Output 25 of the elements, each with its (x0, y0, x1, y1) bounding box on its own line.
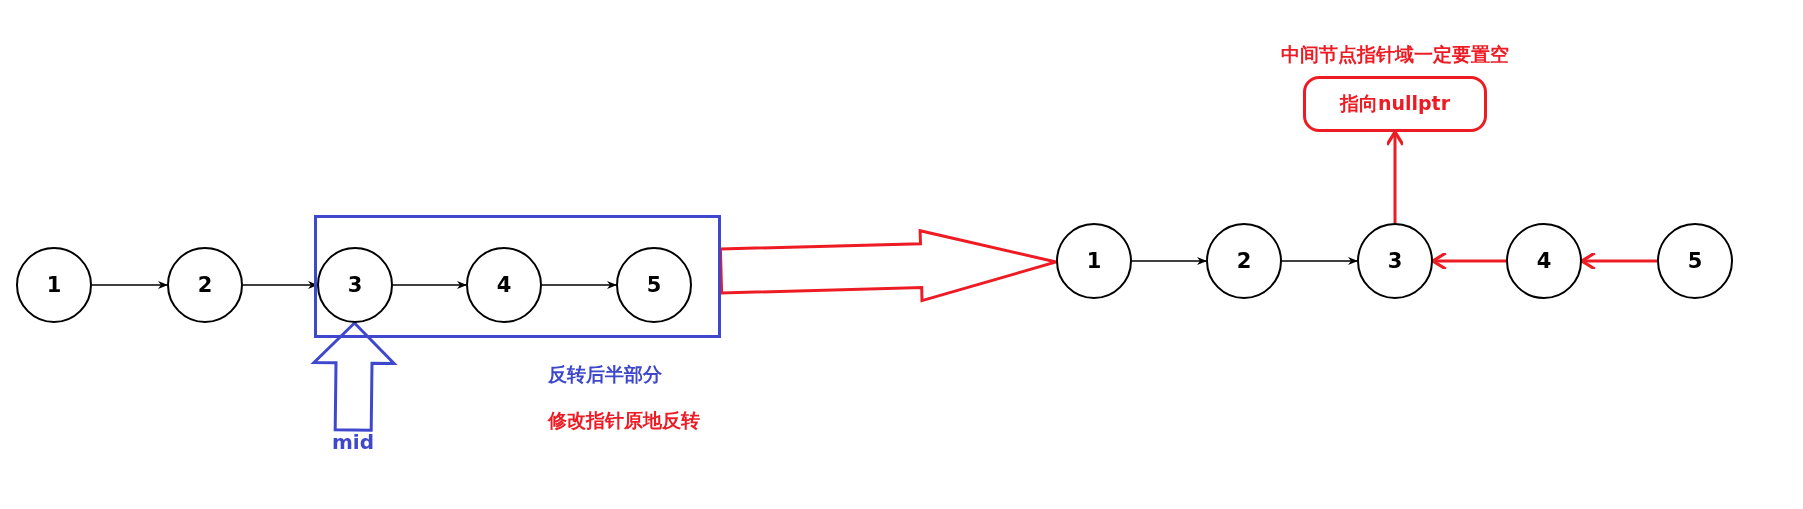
list-node-circle: 5 (616, 247, 692, 323)
list-node-circle: 3 (1357, 223, 1433, 299)
list-node-circle: 4 (466, 247, 542, 323)
rounded-box: 指向nullptr (1303, 76, 1487, 132)
list-node-circle: 4 (1506, 223, 1582, 299)
arrow (1281, 257, 1358, 265)
arrow (91, 281, 168, 289)
list-node-circle: 5 (1657, 223, 1733, 299)
arrow (1385, 130, 1405, 223)
node-label: 修改指针原地反转 (548, 408, 700, 433)
node-label: 反转后半部分 (548, 362, 662, 387)
arrow (541, 281, 617, 289)
list-node-circle: 3 (317, 247, 393, 323)
list-node-circle: 1 (16, 247, 92, 323)
highlight-frame (314, 215, 721, 338)
arrow (1131, 257, 1207, 265)
list-node-circle: 2 (167, 247, 243, 323)
arrow (1431, 251, 1506, 271)
block-arrow (310, 320, 398, 432)
arrow (392, 281, 467, 289)
arrow (1580, 251, 1657, 271)
note-heading: 中间节点指针域一定要置空 (1280, 42, 1510, 67)
list-node-circle: 2 (1206, 223, 1282, 299)
pointer-label: mid (323, 430, 383, 458)
list-node-circle: 1 (1056, 223, 1132, 299)
